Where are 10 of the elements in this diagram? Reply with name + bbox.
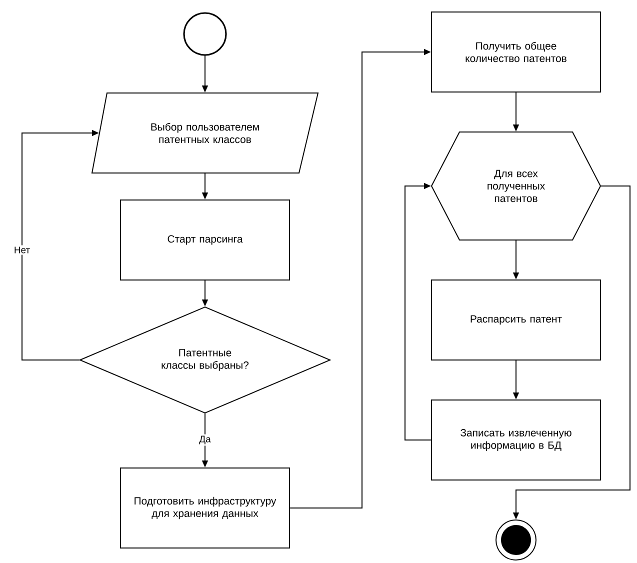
process-box: Старт парсинга [120, 200, 290, 280]
end-circle [496, 520, 536, 560]
process-box: Распарсить патент [431, 280, 601, 360]
edge-label: Да [198, 434, 212, 446]
process-box: Записать извлеченную информацию в БД [431, 400, 601, 480]
arrow [404, 182, 432, 440]
process-box: Подготовить инфраструктуру для хранения данных [120, 468, 290, 548]
edge-label: Нет [12, 245, 32, 255]
process-box: Получить общее количество патентов [431, 12, 601, 92]
start-circle [183, 12, 227, 56]
